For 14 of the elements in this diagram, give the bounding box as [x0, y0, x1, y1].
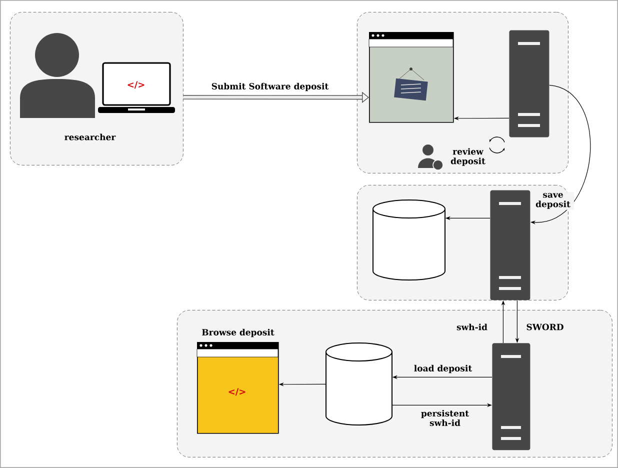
edge-label: Submit Software deposit — [210, 82, 330, 92]
database-cylinder — [372, 199, 446, 280]
server — [509, 30, 550, 138]
arrow — [183, 92, 369, 103]
server — [492, 343, 530, 450]
node-label: Browse deposit — [202, 328, 274, 338]
browser-window: Browse deposit </> — [196, 328, 279, 434]
server — [490, 190, 530, 300]
edge-label: persistent swh-id — [416, 408, 474, 428]
edge-label: swh-id — [456, 322, 488, 332]
code-symbol: </> — [128, 81, 144, 89]
database-cylinder — [326, 342, 392, 426]
edge-label: save deposit — [532, 192, 574, 210]
browser-window — [368, 32, 454, 123]
